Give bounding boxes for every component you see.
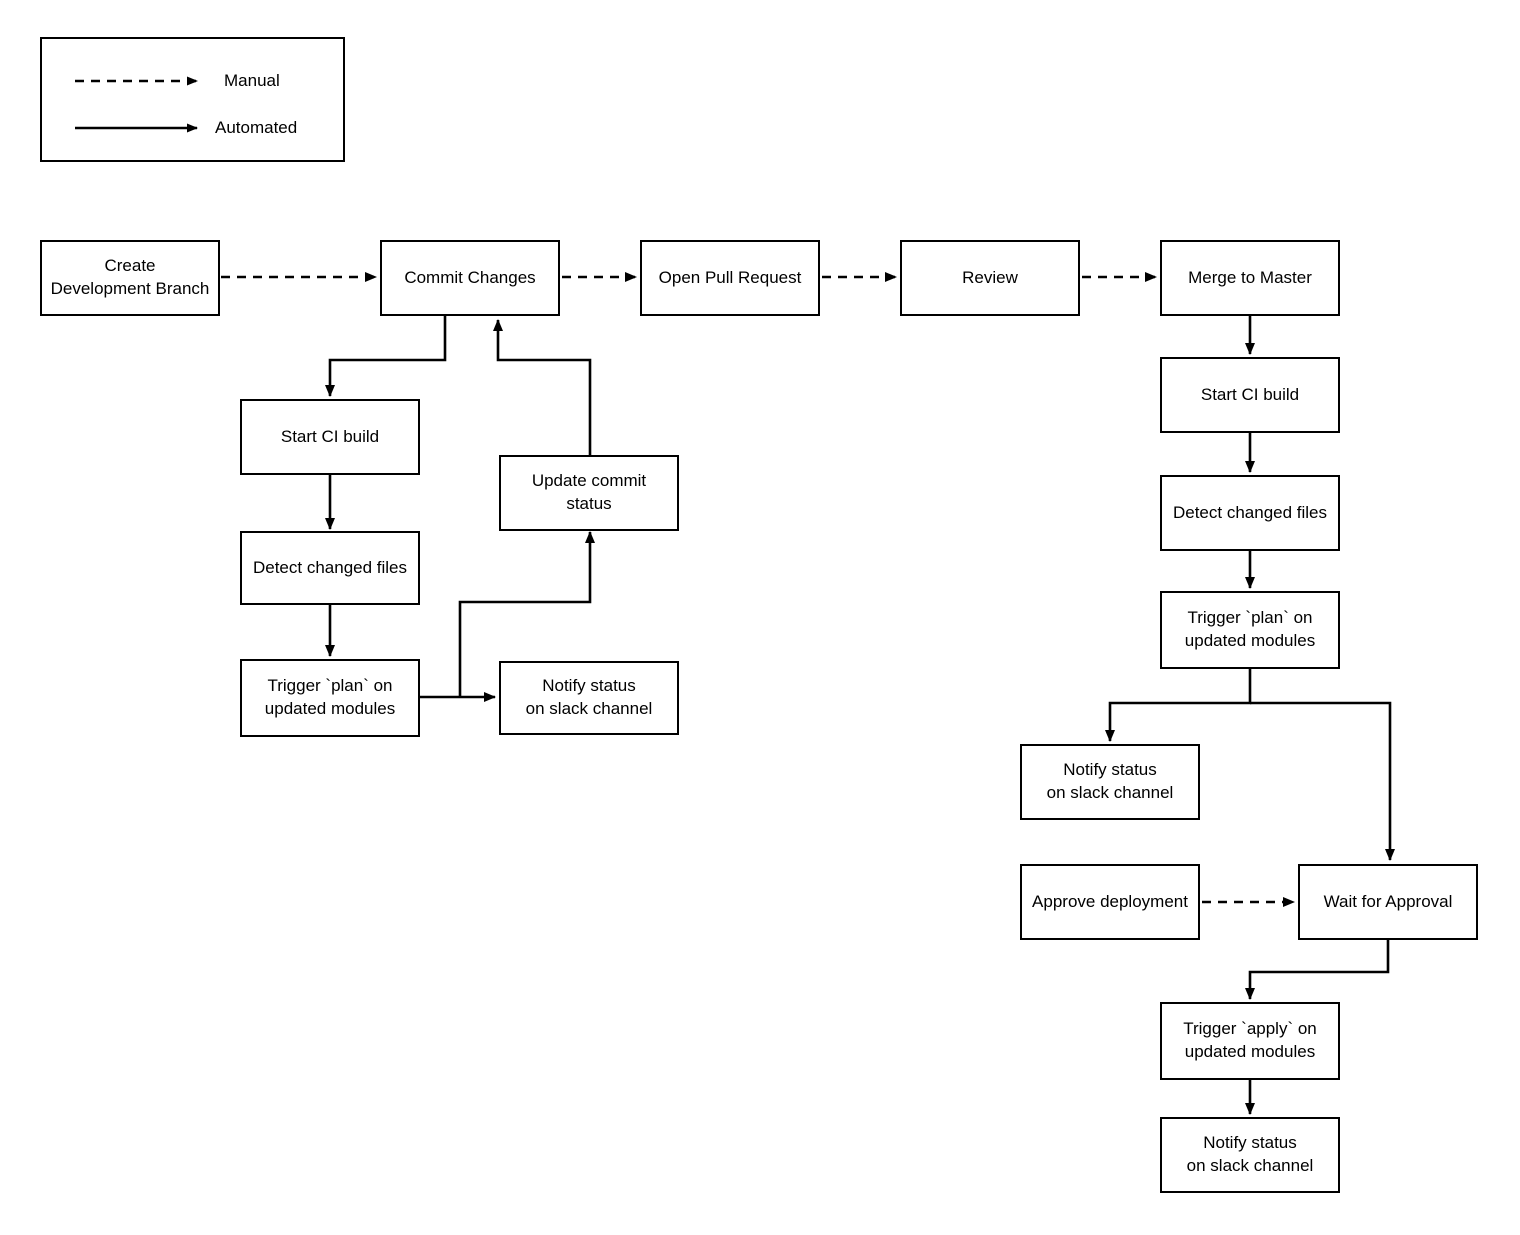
node-label: Start CI build (1200, 384, 1300, 404)
node-label: Trigger `plan` on updated modules (1184, 608, 1316, 650)
node-merge-to-master[interactable]: Merge to Master (1160, 240, 1340, 316)
node-trigger-plan-left[interactable]: Trigger `plan` on updated modules (240, 659, 420, 737)
node-start-ci-build-left[interactable]: Start CI build (240, 399, 420, 475)
node-trigger-apply[interactable]: Trigger `apply` on updated modules (1160, 1002, 1340, 1080)
node-notify-status-left[interactable]: Notify status on slack channel (499, 661, 679, 735)
node-label: Trigger `plan` on updated modules (264, 676, 396, 718)
node-label: Update commit status (531, 471, 647, 513)
node-label: Detect changed files (252, 557, 408, 577)
node-label: Wait for Approval (1323, 891, 1453, 911)
node-detect-changed-files-right[interactable]: Detect changed files (1160, 475, 1340, 551)
node-label: Review (962, 267, 1018, 287)
node-detect-changed-files-left[interactable]: Detect changed files (240, 531, 420, 605)
node-create-development-branch[interactable]: Create Development Branch (40, 240, 220, 316)
node-label: Notify status on slack channel (525, 676, 653, 718)
node-approve-deployment[interactable]: Approve deployment (1020, 864, 1200, 940)
node-notify-status-right[interactable]: Notify status on slack channel (1020, 744, 1200, 820)
node-review[interactable]: Review (900, 240, 1080, 316)
node-label: Merge to Master (1188, 267, 1312, 287)
edge-trigger-plan-to-wait-approval (1250, 701, 1395, 861)
node-label: Notify status on slack channel (1186, 1133, 1314, 1175)
node-label: Detect changed files (1172, 502, 1328, 522)
node-label: Start CI build (280, 426, 380, 446)
node-commit-changes[interactable]: Commit Changes (380, 240, 560, 316)
node-start-ci-build-right[interactable]: Start CI build (1160, 357, 1340, 433)
node-label: Notify status on slack channel (1046, 760, 1174, 802)
node-label: Trigger `apply` on updated modules (1183, 1019, 1317, 1061)
node-open-pull-request[interactable]: Open Pull Request (640, 240, 820, 316)
node-wait-for-approval[interactable]: Wait for Approval (1298, 864, 1478, 940)
legend-label-automated: Automated (215, 118, 298, 137)
edge-update-status-to-commit (493, 319, 592, 455)
legend-label-manual: Manual (224, 71, 280, 90)
node-label: Commit Changes (404, 267, 536, 287)
node-update-commit-status[interactable]: Update commit status (499, 455, 679, 531)
edge-commit-to-start-ci-left (325, 315, 447, 397)
node-label: Create Development Branch (50, 256, 210, 298)
node-label: Approve deployment (1032, 891, 1188, 911)
edge-trigger-plan-to-notify-right (1105, 668, 1252, 742)
node-notify-status-bottom[interactable]: Notify status on slack channel (1160, 1117, 1340, 1193)
legend-box (40, 37, 345, 162)
node-label: Open Pull Request (658, 267, 802, 287)
node-trigger-plan-right[interactable]: Trigger `plan` on updated modules (1160, 591, 1340, 669)
edge-wait-to-trigger-apply (1245, 940, 1390, 1000)
